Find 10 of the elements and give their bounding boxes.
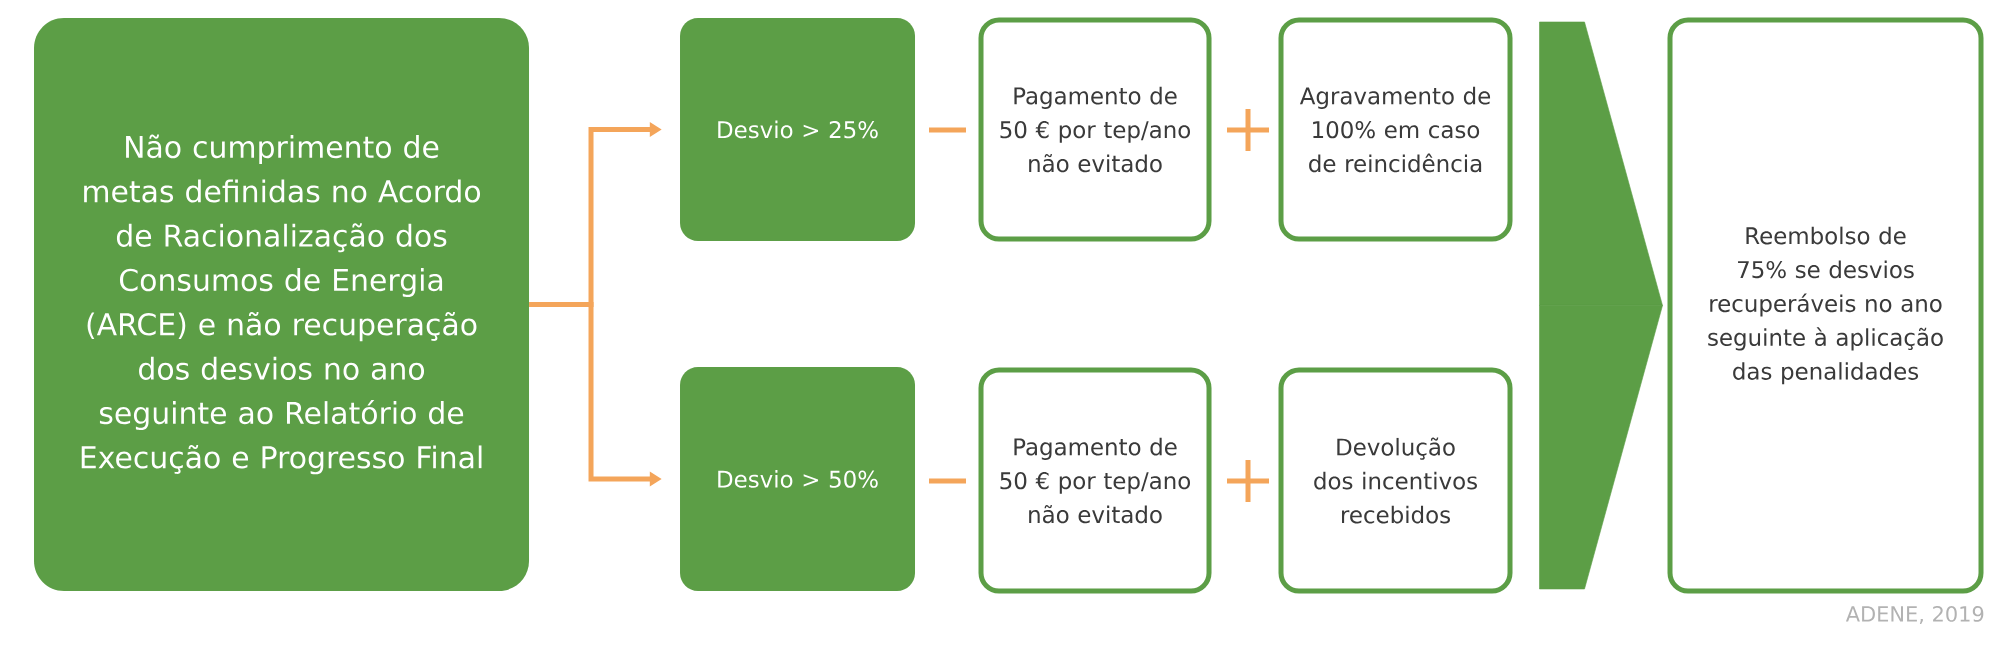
chevron-arrow bbox=[1539, 21, 1663, 306]
process-box: Pagamento de 50 € por tep/ano não evitado bbox=[978, 367, 1212, 594]
process-box: Desvio > 50% bbox=[680, 367, 915, 591]
process-box: Devolução dos incentivos recebidos bbox=[1278, 367, 1513, 594]
process-box: Desvio > 25% bbox=[680, 18, 915, 241]
process-box: Agravamento de 100% em caso de reincidência bbox=[1278, 17, 1513, 242]
process-box: Reembolso de 75% se desvios recuperáveis no ano seguinte à aplicação das penalidades bbox=[1667, 17, 1984, 594]
process-box: Pagamento de 50 € por tep/ano não evitado bbox=[978, 17, 1212, 242]
process-box: Não cumprimento de metas definidas no Acordo de Racionalização dos Consumos de Energia (ARCE) e não recuperação dos desvios no ano seguinte ao Relatório de Execução e Progresso Final bbox=[34, 18, 529, 591]
chevron-arrow bbox=[1539, 305, 1663, 590]
